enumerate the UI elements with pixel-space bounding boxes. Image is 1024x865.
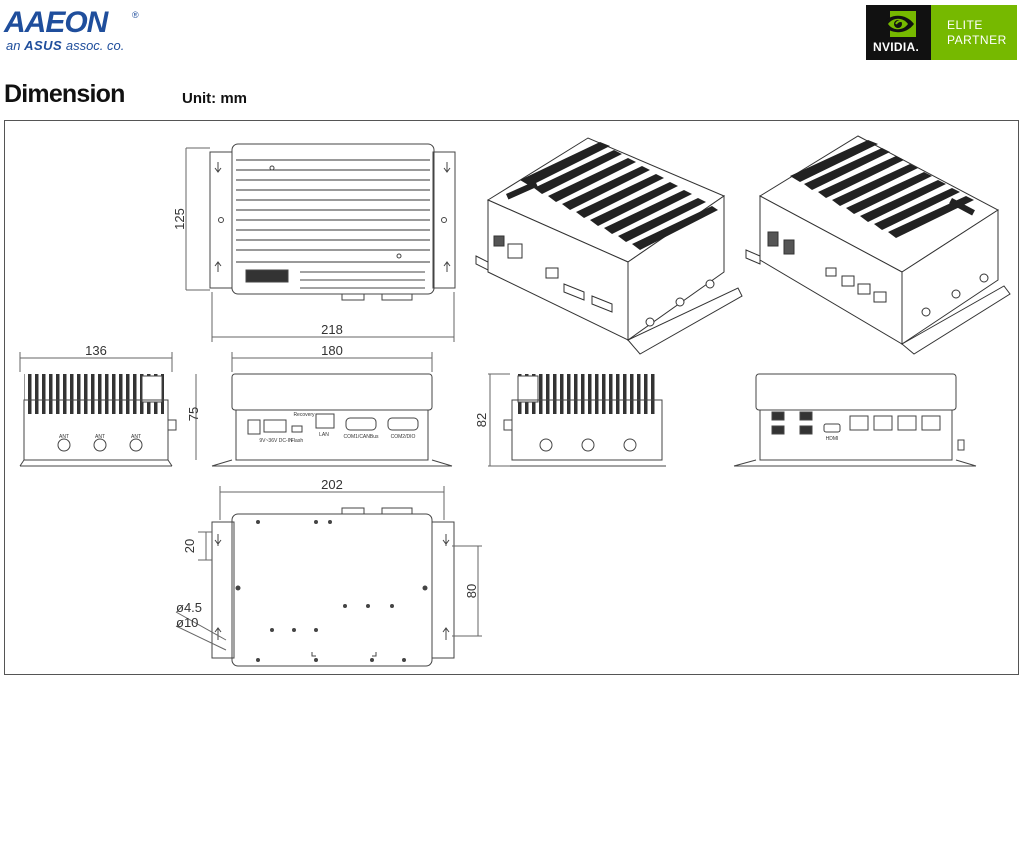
hdmi-label: HDMI xyxy=(826,436,839,442)
hole-small-dim: ø4.5 xyxy=(176,600,202,615)
tagline-prefix: an xyxy=(6,38,21,53)
nvidia-partner-badge: NVIDIA. ELITE PARTNER xyxy=(866,5,1017,60)
bottom-view xyxy=(175,486,482,667)
rear-height-dim: 82 xyxy=(474,413,489,427)
lan-label: LAN xyxy=(319,432,329,438)
partner-line2: PARTNER xyxy=(947,33,1007,47)
tagline-suffix: assoc. co. xyxy=(65,38,125,53)
partner-line1: ELITE xyxy=(947,18,983,32)
hole-large-dim: ø10 xyxy=(176,615,198,630)
aaeon-tagline: an ASUS assoc. co. xyxy=(6,38,124,53)
bottom-offset-dim: 20 xyxy=(182,539,197,553)
top-view xyxy=(185,143,456,342)
iso-view-front xyxy=(475,137,743,355)
registered-mark: ® xyxy=(132,10,139,20)
aaeon-logo-text: AAEON xyxy=(4,6,108,39)
com2-label: COM2/DIO xyxy=(391,434,416,440)
side-view-left xyxy=(19,352,197,467)
nvidia-wordmark: NVIDIA. xyxy=(873,40,920,54)
front-width-dim: 180 xyxy=(321,343,343,358)
elite-partner-label: ELITE PARTNER xyxy=(931,5,1017,60)
recovery-label: Recovery xyxy=(293,412,315,418)
bottom-width-dim: 202 xyxy=(321,477,343,492)
nvidia-logo: NVIDIA. xyxy=(866,5,931,60)
unit-label: Unit: mm xyxy=(182,90,247,107)
bottom-span-dim: 80 xyxy=(464,584,479,598)
com1-label: COM1/CANBus xyxy=(343,434,379,440)
side-width-dim: 136 xyxy=(85,343,107,358)
drawing-frame xyxy=(4,120,1019,675)
side-view-right xyxy=(488,373,666,467)
iso-view-rear xyxy=(745,135,1011,355)
ant-label: ANT xyxy=(95,434,105,440)
ant-label: ANT xyxy=(59,434,69,440)
nvidia-eye-icon xyxy=(882,11,916,37)
ant-label: ANT xyxy=(131,434,141,440)
rear-view xyxy=(733,373,977,467)
tagline-brand: ASUS xyxy=(24,38,63,53)
side-height-dim: 75 xyxy=(186,407,201,421)
power-label: 9V~36V DC-IN xyxy=(259,438,293,444)
section-title: Dimension xyxy=(4,80,125,108)
aaeon-logo: AAEON ® an ASUS assoc. co. xyxy=(4,8,144,56)
top-height-dim: 125 xyxy=(172,208,187,230)
front-view xyxy=(211,352,453,467)
flash-label: Flash xyxy=(291,438,303,444)
top-width-dim: 218 xyxy=(321,322,343,337)
